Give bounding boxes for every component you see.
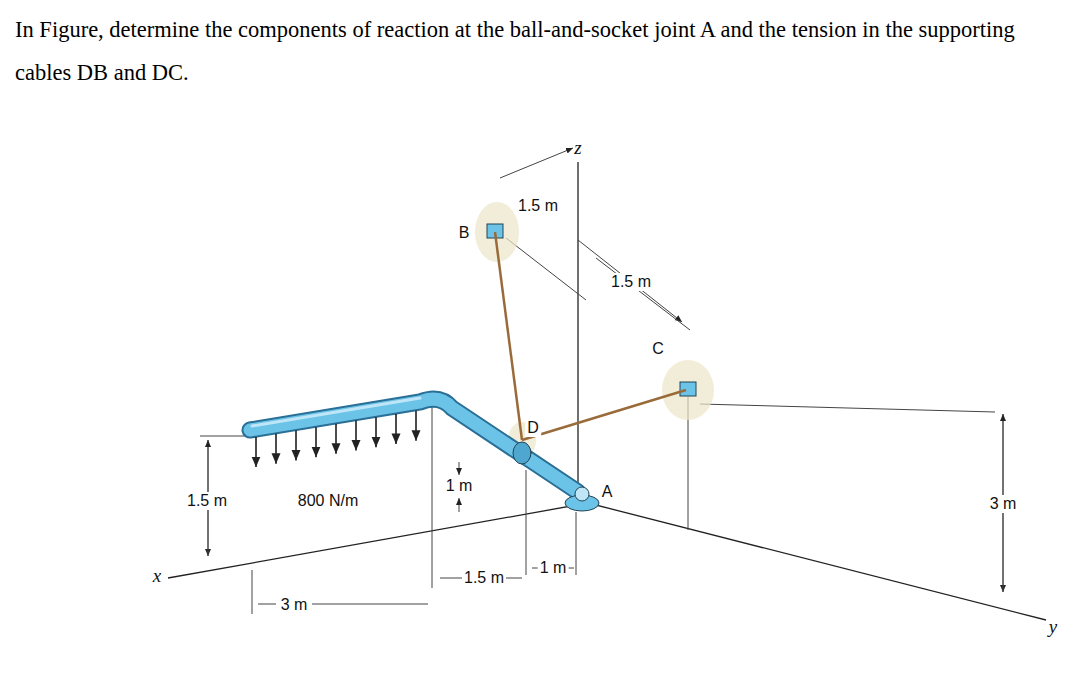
load-arrow (335, 424, 337, 454)
point-label: D (525, 419, 541, 437)
point-label: B (459, 224, 470, 242)
ball-socket (565, 487, 599, 511)
dimension: 1.5 m (462, 569, 506, 587)
supports (475, 202, 714, 458)
load-arrow (315, 427, 317, 457)
dimension: 3 m (279, 596, 310, 614)
cables (495, 232, 686, 440)
load-arrow (375, 417, 377, 447)
dimension: 3 m (988, 495, 1019, 513)
dimension: 1 m (444, 477, 475, 495)
axes (168, 162, 1046, 620)
load-label: 800 N/m (298, 492, 358, 510)
dimension-lines (200, 148, 1003, 614)
axis-label: z (574, 139, 581, 157)
load-arrow (275, 434, 277, 464)
load-arrow (355, 421, 357, 451)
dimension: 1 m (538, 559, 569, 577)
pipe (250, 398, 578, 492)
point-label: A (602, 483, 613, 501)
problem-statement: In Figure, determine the components of r… (15, 8, 1060, 94)
load-arrow (295, 430, 297, 460)
load-arrow (255, 437, 257, 467)
load-arrow (415, 411, 417, 441)
dimension: 1.5 m (609, 273, 653, 291)
axis-label: y (1049, 618, 1057, 636)
point-label: C (652, 340, 664, 358)
dimension: 1.5 m (185, 492, 229, 510)
load-arrow (395, 414, 397, 444)
axis-label: x (153, 567, 161, 585)
dimension: 1.5 m (516, 197, 560, 215)
distributed-load (256, 411, 416, 467)
